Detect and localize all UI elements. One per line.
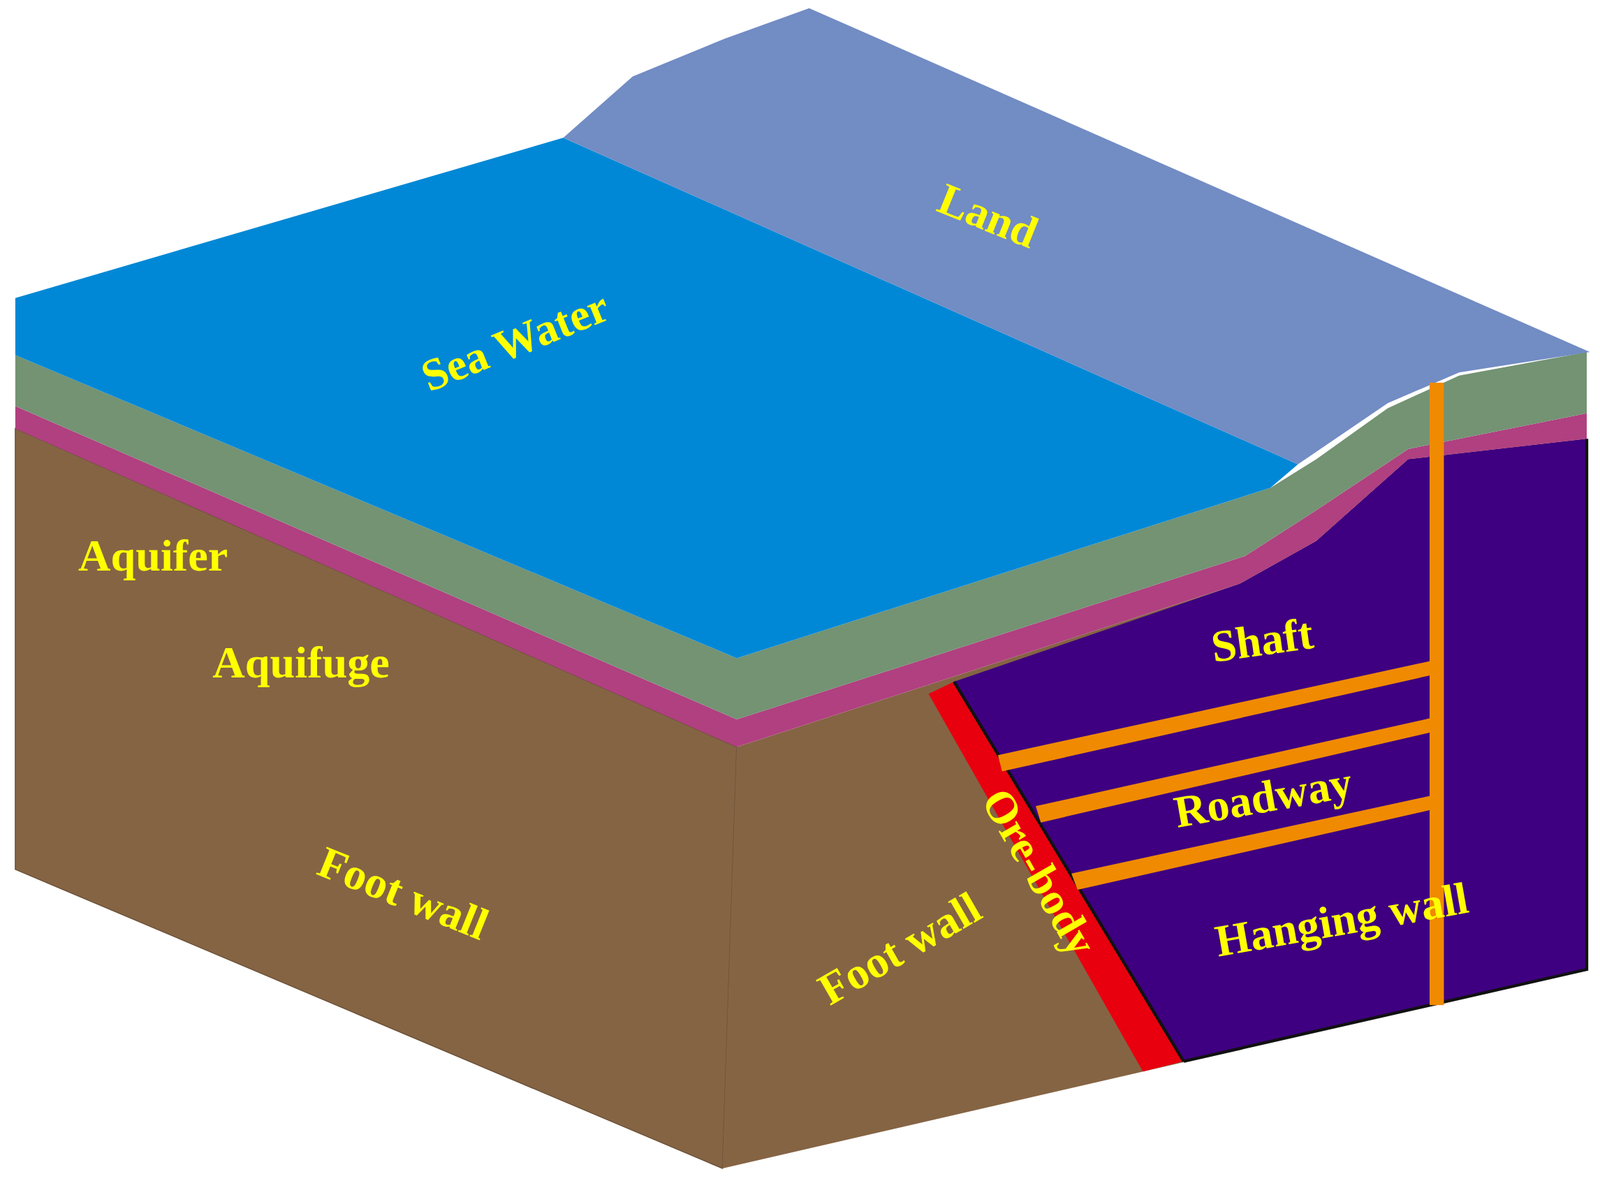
region-label: Aquifer	[78, 533, 228, 579]
ore-body	[928, 681, 1184, 1072]
region-label: Aquifuge	[212, 641, 390, 686]
roadway	[997, 661, 1430, 772]
